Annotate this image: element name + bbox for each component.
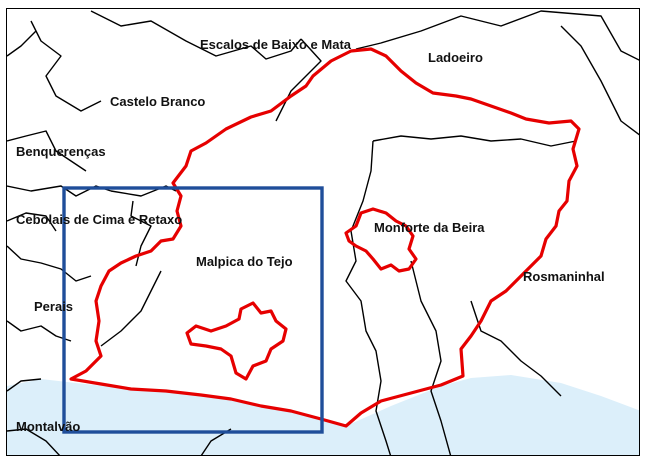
place-label-ladoeiro: Ladoeiro: [428, 50, 483, 65]
place-label-monforte: Monforte da Beira: [374, 220, 485, 235]
place-label-benquerencas: Benquerenças: [16, 144, 106, 159]
place-label-rosmaninhal: Rosmaninhal: [523, 269, 605, 284]
place-label-montalvao: Montalvão: [16, 419, 81, 434]
place-label-perais: Perais: [34, 299, 74, 314]
place-label-malpica: Malpica do Tejo: [196, 254, 293, 269]
study-area-box: [62, 186, 324, 434]
map-frame: [6, 8, 640, 456]
place-label-escalos: Escalos de Baixo e Mata: [200, 37, 352, 52]
place-label-castelo-branco: Castelo Branco: [110, 94, 206, 109]
water-area: [7, 375, 639, 455]
map-canvas: [7, 10, 639, 455]
protected-area-outline: [69, 47, 581, 428]
place-label-cebolais: Cebolais de Cima e Retaxo: [16, 212, 183, 227]
